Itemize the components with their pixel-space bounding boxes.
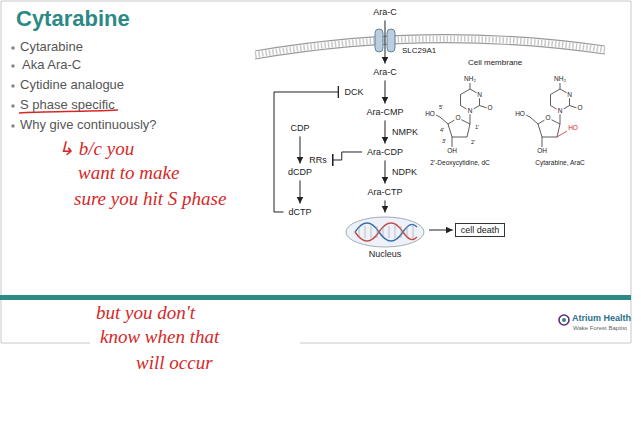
position-label: 4' bbox=[439, 127, 445, 133]
pathway-arrow bbox=[299, 180, 300, 203]
node-text: RRs bbox=[309, 155, 327, 166]
pathway-arrow bbox=[384, 200, 385, 212]
atom-label: O bbox=[544, 114, 551, 121]
atom-label: O bbox=[486, 104, 493, 111]
dna-helix bbox=[343, 215, 427, 249]
position-label: 1' bbox=[474, 124, 480, 130]
structure-caption: Cytarabine, AraC bbox=[534, 159, 586, 166]
pathway-arrow bbox=[299, 136, 300, 163]
pathway-arrow bbox=[384, 160, 385, 183]
pathway-arrow bbox=[384, 120, 385, 143]
inhibition-line bbox=[274, 92, 338, 212]
metabolite-label: CDP bbox=[287, 122, 312, 135]
logo-text: Atrium Health bbox=[572, 313, 631, 323]
logo-text: Wake Forest Baptist bbox=[573, 325, 627, 332]
node-text: Ara-CTP bbox=[367, 187, 402, 198]
bullet-text: Cytidine analogue bbox=[20, 78, 124, 93]
enzyme-label: DCK bbox=[341, 86, 366, 99]
handwritten-note: sure you hit S phase bbox=[74, 188, 226, 210]
cytarabine-structure bbox=[526, 83, 577, 147]
bullet-text: Why give continuously? bbox=[20, 118, 157, 133]
logo-icon bbox=[559, 315, 569, 325]
node-text: Ara-C bbox=[373, 67, 397, 78]
enzyme-label: NDPK bbox=[391, 167, 418, 177]
handwritten-note: ↳ b/c you bbox=[58, 138, 134, 160]
bullet-dots bbox=[11, 46, 15, 128]
bullet-text: S phase specific bbox=[20, 98, 115, 113]
nucleus-figure: Nucleus bbox=[343, 215, 427, 260]
node-text: DCK bbox=[344, 87, 363, 98]
footer-bar bbox=[0, 295, 631, 300]
pathway-arrow bbox=[429, 229, 453, 230]
slide-title: Cytarabine bbox=[16, 6, 130, 32]
metabolite-label: Ara-CMP bbox=[363, 106, 406, 119]
handwritten-note: will occur bbox=[136, 352, 213, 374]
metabolite-label: dCTP bbox=[285, 206, 314, 219]
atom-label: O bbox=[454, 114, 461, 121]
position-label: 2' bbox=[470, 139, 476, 145]
position-label: 3' bbox=[441, 138, 447, 144]
metabolite-label: Ara-C bbox=[370, 6, 400, 19]
atom-label: NH₂ bbox=[463, 75, 477, 82]
bullet-text: Cytarabine bbox=[20, 40, 83, 55]
structure-caption: 2'-Deoxycytidine, dC bbox=[429, 159, 490, 166]
metabolite-label: Ara-CDP bbox=[364, 146, 406, 159]
atom-label: N bbox=[467, 107, 474, 114]
atom-label: N bbox=[557, 107, 564, 114]
outcome-box: cell death bbox=[455, 223, 506, 238]
pathway-arrow bbox=[384, 20, 385, 63]
inhibition-line bbox=[333, 152, 362, 160]
enzyme-label: NMPK bbox=[391, 127, 419, 137]
node-text: Ara-CDP bbox=[367, 147, 403, 158]
cell-membrane bbox=[255, 35, 605, 59]
deoxycytidine-structure bbox=[436, 83, 487, 147]
bullet-text: Aka Ara-C bbox=[22, 58, 81, 73]
slide-frame bbox=[1, 1, 631, 343]
metabolite-label: dCDP bbox=[285, 166, 315, 179]
node-text: Nucleus bbox=[343, 249, 427, 260]
pathway-arrow bbox=[384, 80, 385, 103]
region-label: Cell membrane bbox=[468, 58, 522, 67]
handwritten-note: want to make bbox=[78, 162, 179, 184]
node-text: cell death bbox=[461, 225, 500, 236]
metabolite-label: Ara-CTP bbox=[364, 186, 405, 199]
atom-label: OH bbox=[536, 147, 548, 154]
atom-label: O bbox=[576, 104, 583, 111]
node-text: Ara-CMP bbox=[366, 107, 403, 118]
atom-label: N bbox=[476, 91, 483, 98]
node-text: dCDP bbox=[288, 167, 312, 178]
handwritten-note: know when that bbox=[100, 326, 219, 348]
atom-label: N bbox=[566, 91, 573, 98]
atom-label: HO bbox=[424, 110, 436, 117]
node-text: dCTP bbox=[288, 207, 311, 218]
metabolite-label: Ara-C bbox=[370, 66, 400, 79]
atom-label: HO bbox=[567, 124, 579, 131]
handwritten-note: but you don't bbox=[96, 302, 195, 324]
protein-label: SLC29A1 bbox=[402, 46, 436, 55]
atom-label: NH₂ bbox=[553, 75, 567, 82]
node-text: Ara-C bbox=[373, 7, 397, 18]
atom-label: HO bbox=[514, 110, 526, 117]
node-text: CDP bbox=[290, 123, 309, 134]
position-label: 5' bbox=[438, 104, 444, 110]
enzyme-label: RRs bbox=[306, 154, 330, 167]
atom-label: OH bbox=[446, 147, 458, 154]
